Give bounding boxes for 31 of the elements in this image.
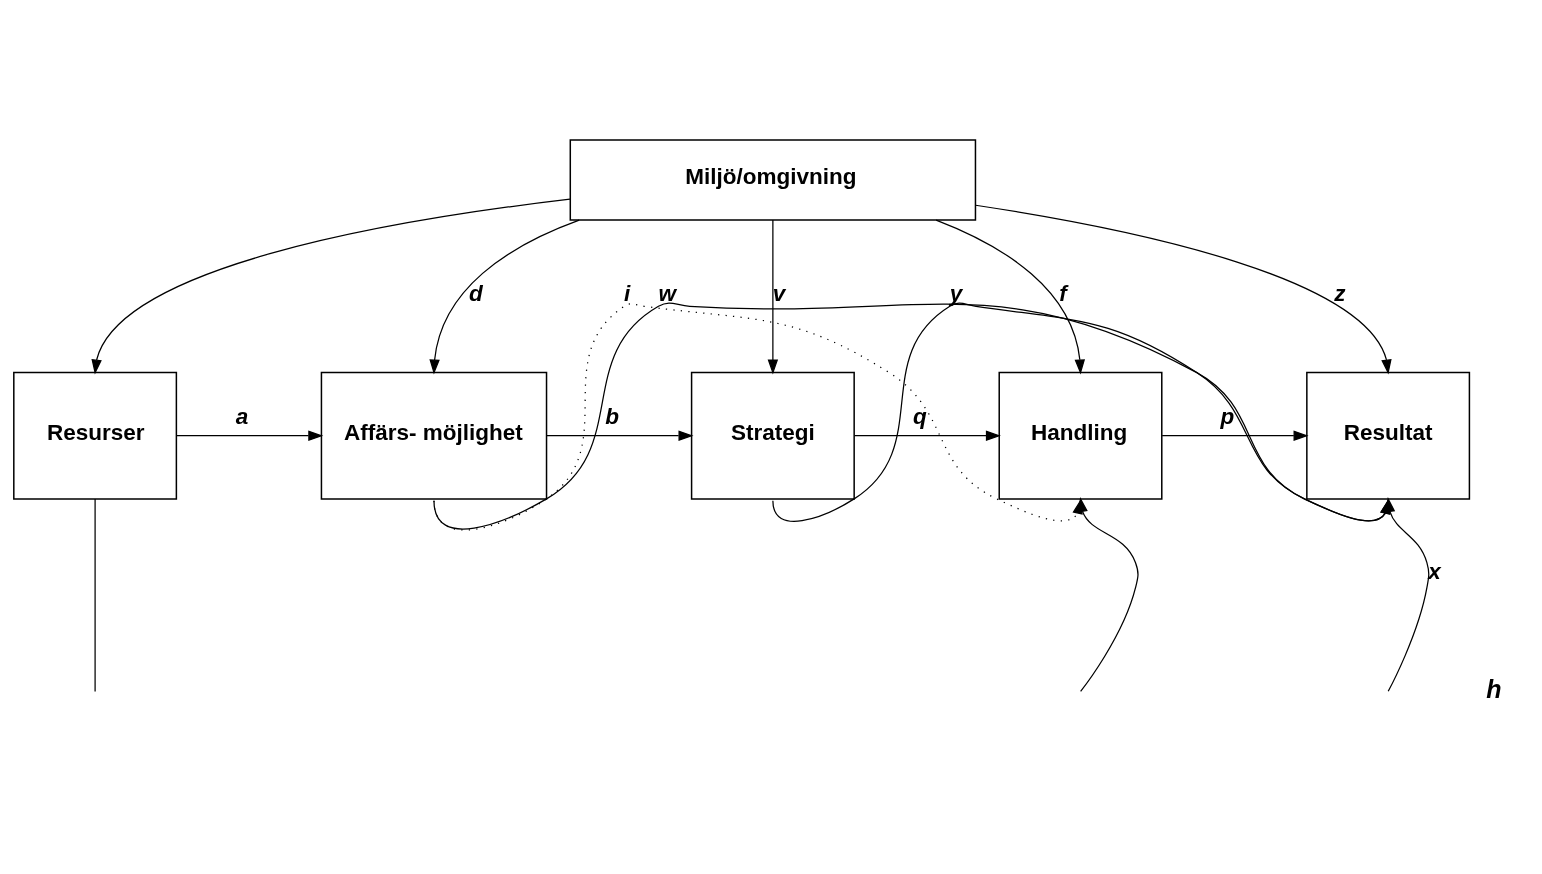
arrow bbox=[433, 302, 1396, 530]
node-box: Handling bbox=[998, 371, 1163, 500]
arrow bbox=[1161, 430, 1309, 441]
node-box: Resultat bbox=[1306, 371, 1471, 500]
arrow bbox=[176, 430, 324, 441]
arrow bbox=[1380, 497, 1430, 692]
edge-label: b bbox=[605, 403, 620, 429]
arrow bbox=[767, 219, 779, 375]
edge-label: w bbox=[658, 280, 676, 306]
node-box: Strategi bbox=[690, 371, 855, 500]
edge-label: i bbox=[624, 280, 631, 306]
arrow bbox=[546, 430, 694, 441]
edge-label: v bbox=[772, 280, 786, 306]
edge-label: d bbox=[469, 280, 483, 306]
connector bbox=[94, 498, 96, 693]
edge-label: z bbox=[1334, 280, 1346, 306]
label: h bbox=[1486, 674, 1502, 703]
node-box: Resurser bbox=[13, 371, 178, 500]
node-box: Miljö/omgivning bbox=[569, 139, 977, 221]
edge-label: q bbox=[912, 403, 927, 429]
edge-label: a bbox=[235, 403, 249, 429]
arrow bbox=[975, 204, 1392, 375]
arrow bbox=[91, 198, 571, 375]
arrow bbox=[772, 302, 1396, 522]
arrow bbox=[429, 219, 580, 375]
node-box: Affärs- möjlighet bbox=[320, 371, 548, 500]
arrow bbox=[853, 430, 1001, 441]
arrow bbox=[935, 219, 1086, 375]
edge-label: p bbox=[1220, 403, 1235, 429]
edge-label: f bbox=[1059, 280, 1067, 306]
edge-label: y bbox=[949, 280, 963, 306]
